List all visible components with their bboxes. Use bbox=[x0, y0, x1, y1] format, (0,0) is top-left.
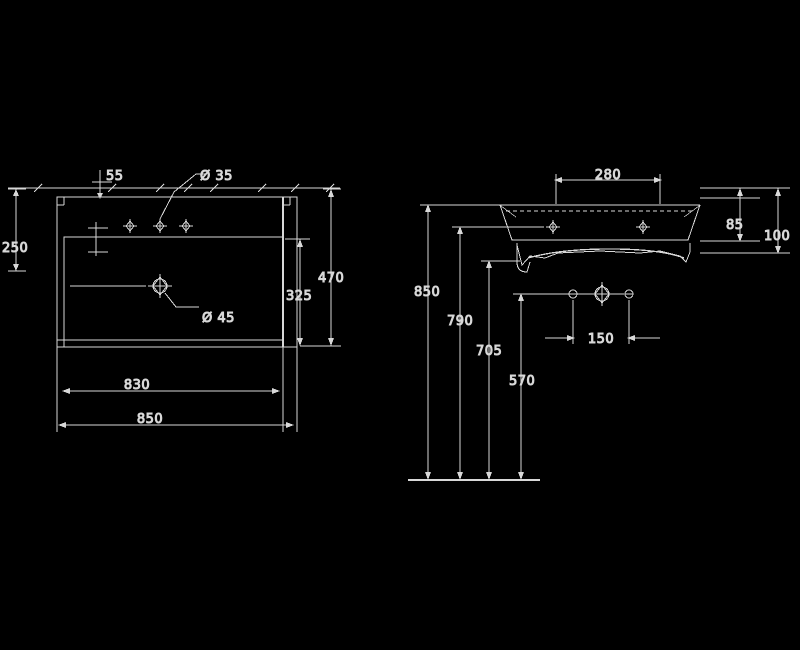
height-mid-label: 790 bbox=[447, 314, 473, 329]
overall-width-label: 850 bbox=[137, 412, 163, 427]
basin-height-label: 100 bbox=[764, 229, 790, 244]
side-tap-hole-right bbox=[635, 219, 651, 235]
outlet-spacing-label: 150 bbox=[588, 332, 614, 347]
tap-hole-right bbox=[178, 218, 194, 234]
side-tap-hole-left bbox=[545, 219, 561, 235]
outlet-symbols bbox=[568, 281, 634, 307]
bowl-span-label: 280 bbox=[595, 168, 621, 183]
tap-hole-center bbox=[152, 218, 168, 234]
side-elevation-view: 280 85 100 bbox=[408, 168, 790, 481]
bowl-outline bbox=[63, 236, 284, 341]
bowl-depth-label: 325 bbox=[286, 289, 312, 304]
tap-hole-left bbox=[122, 218, 138, 234]
height-bracket-label: 570 bbox=[509, 374, 535, 389]
plan-view: Ø 45 Ø 35 55 250 470 325 bbox=[2, 169, 344, 432]
waste-outlet bbox=[147, 273, 173, 299]
bowl-width-label: 830 bbox=[124, 378, 150, 393]
basin-outline bbox=[56, 196, 298, 348]
overall-depth-label: 470 bbox=[318, 271, 344, 286]
rim-height-label: 85 bbox=[726, 218, 744, 233]
height-low-label: 705 bbox=[476, 344, 502, 359]
tap-hole-diameter-label: Ø 35 bbox=[200, 169, 233, 184]
tap-offset-label: 55 bbox=[106, 169, 124, 184]
depth-back-label: 250 bbox=[2, 241, 28, 256]
waste-diameter-label: Ø 45 bbox=[202, 311, 235, 326]
height-to-tap-label: 850 bbox=[414, 285, 440, 300]
